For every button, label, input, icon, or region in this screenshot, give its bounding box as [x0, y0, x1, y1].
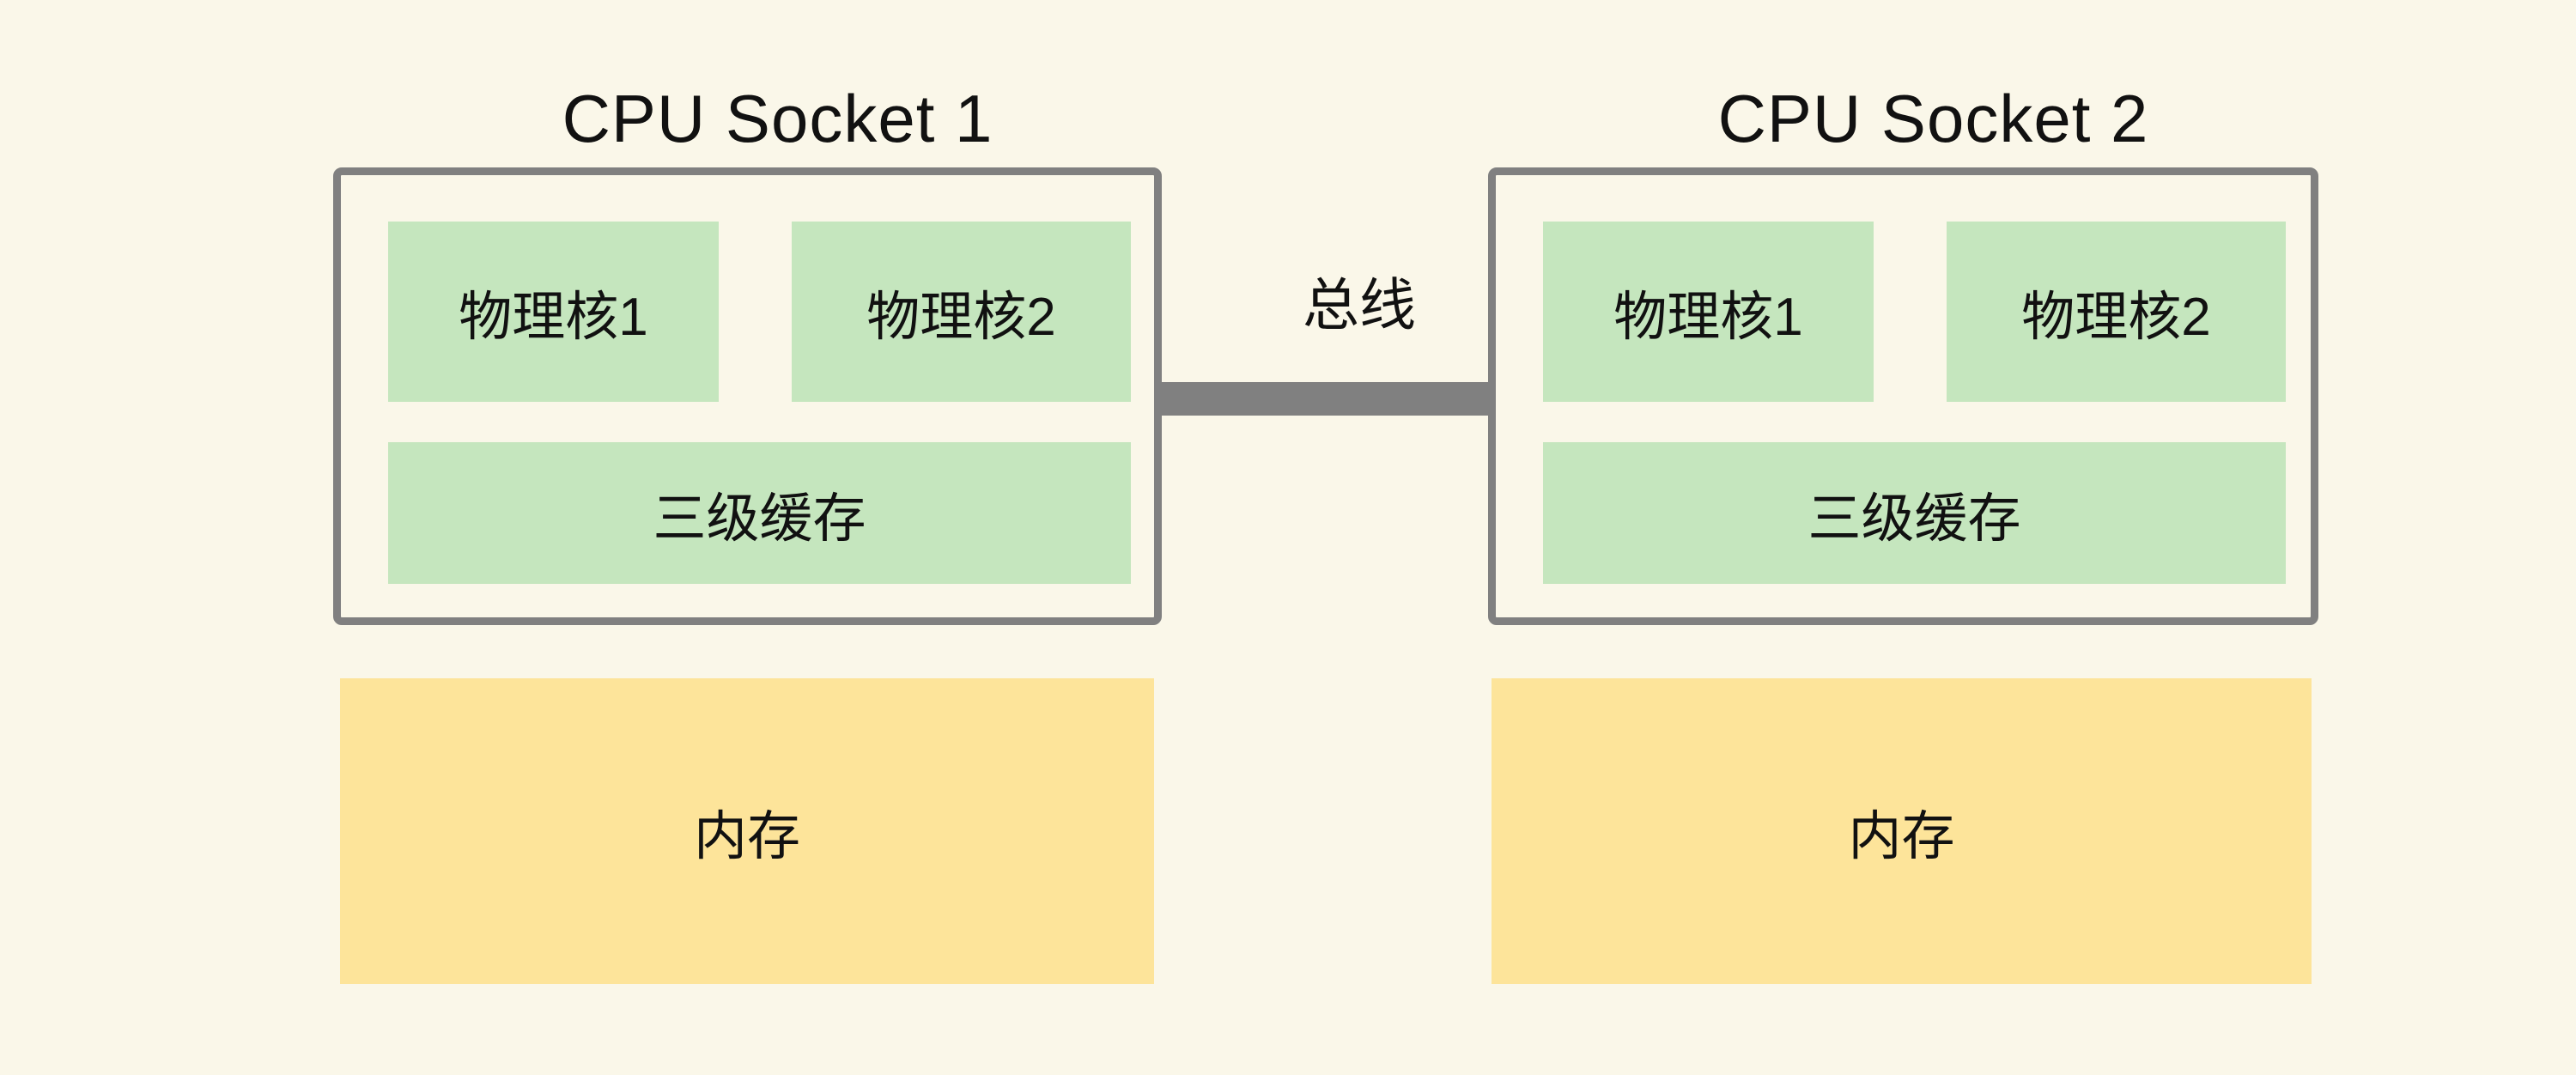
socket-2-l3-cache: 三级缓存 — [1543, 442, 2286, 584]
socket-1-l3-cache: 三级缓存 — [388, 442, 1131, 584]
socket-1-core-1: 物理核1 — [388, 222, 719, 402]
socket-2-box: 物理核1 物理核2 三级缓存 — [1488, 167, 2318, 625]
socket-2-group: CPU Socket 2 物理核1 物理核2 三级缓存 内存 — [1488, 0, 2318, 1075]
socket-1-core-2: 物理核2 — [792, 222, 1131, 402]
socket-1-box: 物理核1 物理核2 三级缓存 — [333, 167, 1162, 625]
socket-2-core-2: 物理核2 — [1947, 222, 2286, 402]
socket-1-title: CPU Socket 1 — [562, 81, 993, 156]
socket-2-title: CPU Socket 2 — [1717, 81, 2149, 156]
socket-2-memory: 内存 — [1492, 678, 2312, 984]
bus-connector — [1159, 382, 1491, 416]
bus-label: 总线 — [1303, 273, 1416, 337]
socket-1-group: CPU Socket 1 物理核1 物理核2 三级缓存 内存 — [333, 0, 1162, 1075]
socket-1-memory: 内存 — [340, 678, 1154, 984]
socket-2-core-1: 物理核1 — [1543, 222, 1874, 402]
